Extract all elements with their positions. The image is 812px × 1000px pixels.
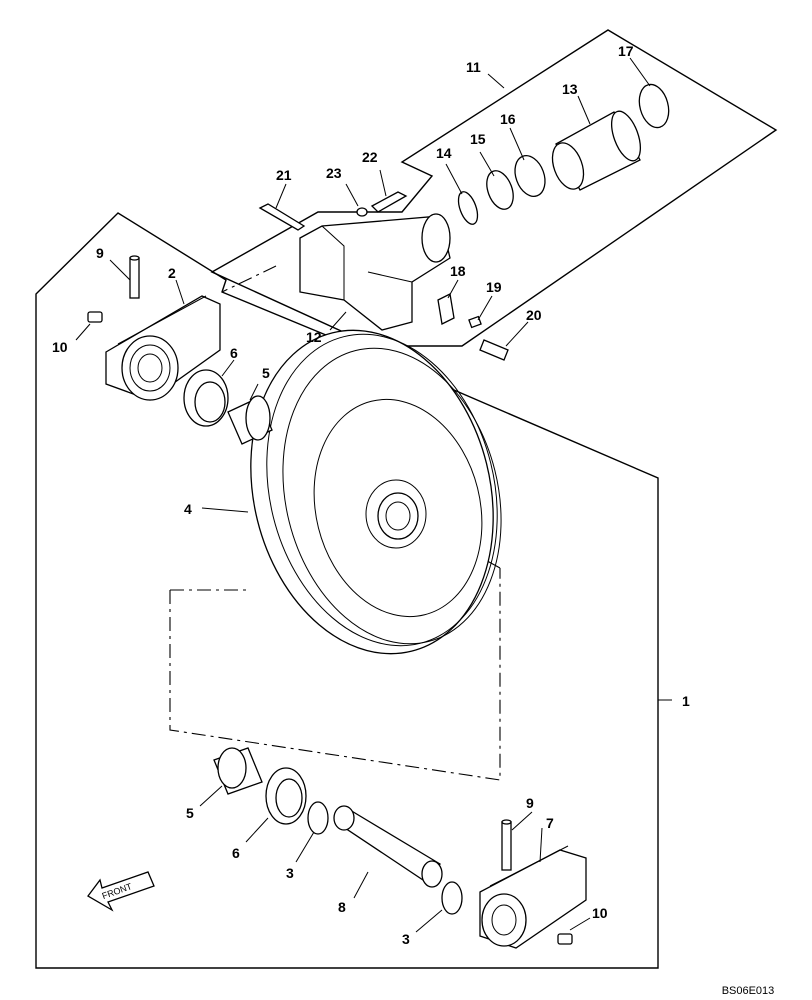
o-ring-3b <box>441 881 463 915</box>
bearing-block-lower <box>479 845 587 949</box>
grease-fitting-20 <box>479 339 509 361</box>
o-ring-3a <box>307 801 329 835</box>
callout-5b: 5 <box>186 805 194 821</box>
bolt-22 <box>370 191 408 213</box>
callout-23: 23 <box>326 165 342 181</box>
idler-wheel <box>250 329 502 655</box>
pin-lower <box>501 819 512 871</box>
callout-6a: 6 <box>230 345 238 361</box>
bushing-lower <box>213 747 263 795</box>
callout-7: 7 <box>546 815 554 831</box>
seal-lower <box>265 767 307 825</box>
callout-4: 4 <box>184 501 192 517</box>
plug-lower <box>557 933 573 945</box>
bushing-upper <box>227 395 273 445</box>
leader-lines <box>75 57 672 933</box>
callout-20: 20 <box>526 307 542 323</box>
callout-15: 15 <box>470 131 486 147</box>
callout-18: 18 <box>450 263 466 279</box>
exploded-frame-line <box>169 568 501 781</box>
callout-10a: 10 <box>52 339 68 355</box>
callout-14: 14 <box>436 145 452 161</box>
front-arrow <box>87 871 155 912</box>
callout-16: 16 <box>500 111 516 127</box>
shaft-8 <box>333 805 443 888</box>
o-ring-17 <box>638 83 670 129</box>
callout-3b: 3 <box>402 931 410 947</box>
ring-15 <box>486 170 514 210</box>
ring-16 <box>514 155 546 197</box>
callout-21: 21 <box>276 167 292 183</box>
callout-5a: 5 <box>262 365 270 381</box>
callout-12: 12 <box>306 329 322 345</box>
callout-22: 22 <box>362 149 378 165</box>
callout-2: 2 <box>168 265 176 281</box>
bolt-21 <box>258 203 306 231</box>
snap-ring-14 <box>457 191 479 225</box>
callout-17: 17 <box>618 43 634 59</box>
callout-6b: 6 <box>232 845 240 861</box>
callout-9a: 9 <box>96 245 104 261</box>
callout-11: 11 <box>466 59 481 75</box>
bracket-18 <box>437 293 455 325</box>
callout-8: 8 <box>338 899 346 915</box>
callout-10b: 10 <box>592 905 608 921</box>
seal-upper <box>183 369 229 427</box>
piston-13 <box>551 110 642 191</box>
bearing-block-upper <box>105 295 221 401</box>
plug-upper <box>87 311 103 323</box>
callout-19: 19 <box>486 279 502 295</box>
drawing-code: BS06E013 <box>722 985 775 997</box>
exploded-axis-line-top <box>221 265 277 293</box>
callout-9b: 9 <box>526 795 534 811</box>
callout-3a: 3 <box>286 865 294 881</box>
callout-1: 1 <box>682 693 690 709</box>
callout-13: 13 <box>562 81 578 97</box>
recoil-body <box>299 213 451 331</box>
washer-23 <box>356 207 368 217</box>
pin-upper <box>129 255 140 299</box>
